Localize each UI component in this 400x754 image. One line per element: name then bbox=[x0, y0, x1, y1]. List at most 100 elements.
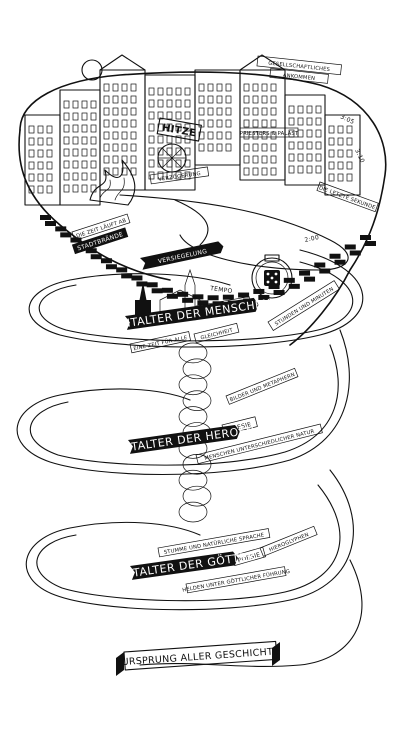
window bbox=[175, 111, 182, 120]
fire bbox=[89, 159, 136, 206]
window bbox=[72, 184, 79, 193]
window bbox=[112, 143, 119, 152]
window bbox=[103, 143, 110, 152]
window bbox=[216, 83, 223, 92]
era-heroes-images: BILDER UND METAPHERN bbox=[229, 372, 296, 404]
window bbox=[81, 172, 88, 181]
window bbox=[243, 143, 250, 152]
window bbox=[270, 167, 277, 176]
window bbox=[306, 105, 313, 114]
era-heroes: BILDER UND METAPHERN POESIE ZEITALTER DE… bbox=[111, 367, 323, 465]
window bbox=[297, 129, 304, 138]
window bbox=[175, 99, 182, 108]
window bbox=[103, 155, 110, 164]
window bbox=[121, 107, 128, 116]
window bbox=[28, 185, 35, 194]
window bbox=[63, 172, 70, 181]
brick bbox=[268, 284, 280, 290]
window bbox=[157, 87, 164, 96]
brick bbox=[360, 235, 371, 240]
window bbox=[103, 107, 110, 116]
window bbox=[207, 143, 214, 152]
window bbox=[297, 105, 304, 114]
svg-text:3:10: 3:10 bbox=[353, 148, 366, 164]
window bbox=[315, 153, 322, 162]
brick bbox=[197, 300, 209, 306]
window bbox=[121, 131, 128, 140]
gear-icon bbox=[157, 143, 187, 173]
window bbox=[46, 125, 53, 134]
window bbox=[63, 100, 70, 109]
window bbox=[270, 83, 277, 92]
window bbox=[90, 148, 97, 157]
window bbox=[328, 125, 335, 134]
window bbox=[72, 112, 79, 121]
window bbox=[198, 83, 205, 92]
window bbox=[112, 83, 119, 92]
brick bbox=[304, 276, 316, 282]
window bbox=[112, 155, 119, 164]
brick bbox=[222, 294, 234, 300]
brick bbox=[334, 259, 346, 265]
window bbox=[225, 95, 232, 104]
label-timestamp: 2:00 bbox=[304, 234, 320, 244]
window bbox=[184, 123, 191, 132]
label-times: 3:05 3:10 DIE LETZTE SEKUNDE bbox=[316, 113, 379, 213]
brick bbox=[40, 215, 51, 220]
brick bbox=[319, 268, 331, 274]
window bbox=[270, 95, 277, 104]
window bbox=[28, 137, 35, 146]
window bbox=[346, 173, 353, 182]
window bbox=[148, 111, 155, 120]
window bbox=[90, 172, 97, 181]
window bbox=[306, 141, 313, 150]
window bbox=[252, 143, 259, 152]
window bbox=[63, 148, 70, 157]
window bbox=[243, 155, 250, 164]
window bbox=[315, 105, 322, 114]
brick bbox=[151, 288, 163, 294]
window bbox=[72, 100, 79, 109]
window bbox=[270, 131, 277, 140]
window bbox=[157, 147, 164, 156]
window bbox=[225, 119, 232, 128]
window bbox=[337, 125, 344, 134]
window bbox=[28, 161, 35, 170]
window bbox=[130, 131, 137, 140]
coil-loop bbox=[178, 374, 208, 396]
window bbox=[216, 95, 223, 104]
brick bbox=[258, 294, 270, 300]
window bbox=[166, 111, 173, 120]
window bbox=[184, 99, 191, 108]
window bbox=[157, 135, 164, 144]
clock-icon bbox=[251, 254, 293, 299]
window bbox=[130, 119, 137, 128]
window bbox=[72, 172, 79, 181]
window bbox=[175, 135, 182, 144]
brick bbox=[253, 288, 265, 294]
brick bbox=[365, 241, 376, 246]
window bbox=[337, 149, 344, 158]
window bbox=[198, 143, 205, 152]
brick bbox=[344, 244, 356, 250]
window bbox=[166, 99, 173, 108]
coil-loop bbox=[182, 358, 212, 380]
svg-text:HITZE: HITZE bbox=[161, 123, 197, 140]
window bbox=[346, 137, 353, 146]
window bbox=[225, 107, 232, 116]
window bbox=[306, 165, 313, 174]
brick bbox=[136, 281, 148, 287]
window bbox=[252, 95, 259, 104]
window bbox=[81, 148, 88, 157]
window bbox=[315, 117, 322, 126]
window bbox=[337, 173, 344, 182]
brick bbox=[45, 221, 56, 226]
window bbox=[72, 160, 79, 169]
window bbox=[28, 125, 35, 134]
window bbox=[81, 160, 88, 169]
window bbox=[243, 131, 250, 140]
brick bbox=[116, 267, 128, 273]
window bbox=[243, 107, 250, 116]
label-city-fire: DIE ZEIT LÄUFT AB STADTBRÄNDE bbox=[71, 213, 131, 255]
